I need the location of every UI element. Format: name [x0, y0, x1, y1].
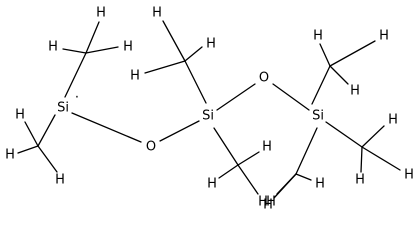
atom-hydrogen-7: H [152, 6, 162, 21]
bond-c-h-6 [37, 145, 58, 173]
atom-hydrogen-18: H [355, 173, 365, 188]
atom-hydrogen-10: H [207, 177, 217, 192]
atom-hydrogen-13: H [313, 29, 323, 44]
atom-si1-radical: · [75, 91, 79, 106]
bond-c-h-3 [85, 46, 119, 54]
atom-si1: Si [57, 101, 69, 116]
atom-hydrogen-2: H [48, 40, 58, 55]
bond-c-h-11 [237, 151, 260, 166]
bond-c-h-18 [360, 146, 363, 173]
bond-si2-c4 [213, 127, 239, 166]
bond-c-h-13 [319, 43, 331, 67]
bond-c-h-14 [329, 40, 376, 67]
bond-o2-si3 [272, 83, 310, 111]
bond-c-h-12 [237, 164, 259, 195]
bond-c-h-21 [273, 173, 297, 199]
atom-hydrogen-9: H [206, 37, 216, 52]
atom-hydrogen-12: H [258, 195, 268, 210]
bond-si3-c6 [325, 121, 363, 148]
bond-c-h-1 [85, 21, 100, 54]
atom-hydrogen-16: H [388, 113, 398, 128]
bond-si1-o1 [71, 112, 142, 143]
bond-si3-c7 [295, 127, 318, 175]
bond-c-h-9 [184, 46, 203, 62]
bond-o1-si2 [159, 120, 200, 142]
atom-hydrogen-15: H [350, 84, 360, 99]
bonds-group [17, 20, 401, 199]
atom-hydrogen-20: H [315, 177, 325, 192]
bond-si2-o2 [216, 83, 256, 111]
bond-si3-c5 [311, 65, 331, 105]
atom-si2: Si [202, 109, 214, 124]
bond-c-h-2 [62, 48, 87, 54]
atom-hydrogen-14: H [379, 29, 389, 44]
bond-si1-c1 [64, 52, 87, 98]
bond-si2-c3 [184, 60, 207, 104]
bond-c-h-16 [361, 125, 385, 148]
atom-hydrogen-17: H [404, 168, 414, 183]
atom-hydrogen-8: H [130, 69, 140, 84]
atom-hydrogen-4: H [15, 108, 25, 123]
bond-c-h-15 [329, 65, 349, 85]
atom-hydrogen-6: H [55, 173, 65, 188]
atom-hydrogen-11: H [262, 140, 272, 155]
atom-hydrogen-5: H [5, 148, 15, 163]
atom-o2: O [259, 71, 269, 86]
atom-si3: Si [312, 109, 324, 124]
bond-c-h-10 [218, 164, 239, 179]
atom-hydrogen-1: H [96, 6, 106, 21]
bond-c-h-8 [144, 60, 186, 74]
atom-o1: O [146, 140, 156, 155]
atom-hydrogen-19: H [266, 195, 276, 210]
atom-hydrogen-21: H [263, 198, 273, 212]
bond-si1-c2 [37, 114, 56, 147]
bond-c-h-20 [295, 173, 312, 181]
atom-hydrogen-3: H [123, 40, 133, 55]
bond-c-h-4 [24, 121, 39, 147]
bond-c-h-7 [162, 20, 186, 62]
bond-c-h-5 [17, 145, 39, 154]
bond-c-h-17 [361, 146, 401, 171]
